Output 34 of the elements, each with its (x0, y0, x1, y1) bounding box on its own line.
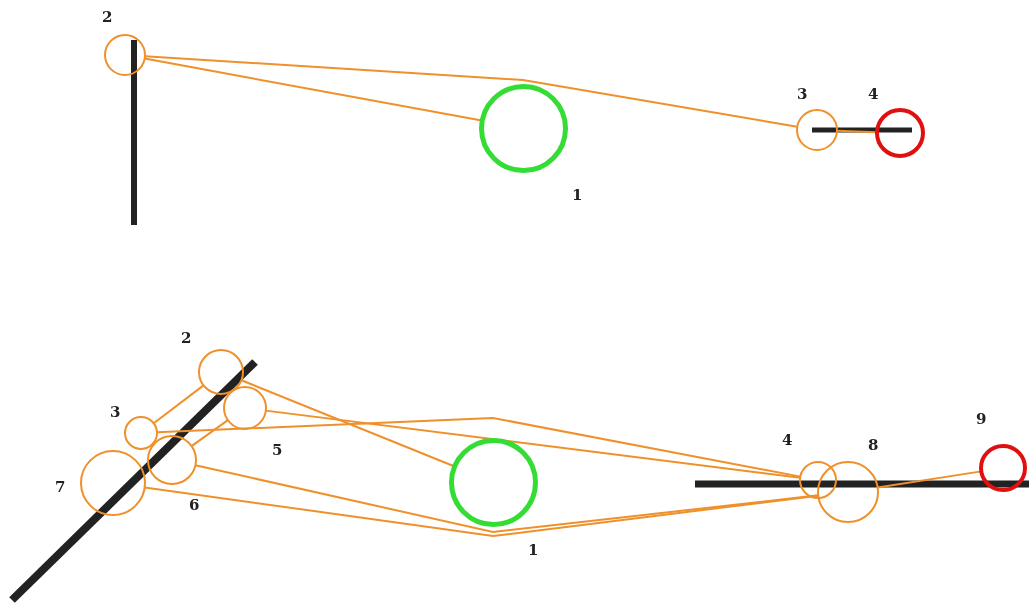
waypoint-marker (80, 450, 146, 516)
start-marker (478, 83, 568, 173)
point-number: 4 (782, 433, 793, 448)
goal-marker (875, 108, 925, 158)
path-line (143, 55, 799, 128)
waypoint-marker (147, 435, 197, 485)
path-line (143, 57, 483, 122)
point-number: 5 (272, 443, 283, 458)
goal-marker (979, 444, 1027, 492)
point-number: 8 (868, 438, 879, 453)
waypoint-marker (796, 109, 838, 151)
point-number: 6 (189, 498, 200, 513)
waypoint-marker (104, 34, 146, 76)
path-line (143, 486, 820, 537)
point-number: 4 (868, 87, 879, 102)
point-number: 1 (572, 188, 583, 203)
point-number: 3 (797, 87, 808, 102)
waypoint-marker (124, 416, 158, 450)
path-line (190, 419, 229, 448)
waypoint-marker (223, 386, 267, 430)
point-number: 7 (55, 480, 66, 495)
start-marker (448, 437, 538, 527)
path-line (264, 409, 802, 479)
waypoint-marker (817, 461, 879, 523)
path-line (156, 417, 802, 478)
point-number: 2 (102, 10, 113, 25)
point-number: 9 (976, 412, 987, 427)
point-number: 2 (181, 331, 192, 346)
waypoint-marker (799, 461, 837, 499)
point-number: 3 (110, 405, 121, 420)
path-line (836, 129, 878, 134)
waypoint-marker (198, 349, 244, 395)
path-line (152, 384, 205, 425)
point-number: 1 (528, 543, 539, 558)
